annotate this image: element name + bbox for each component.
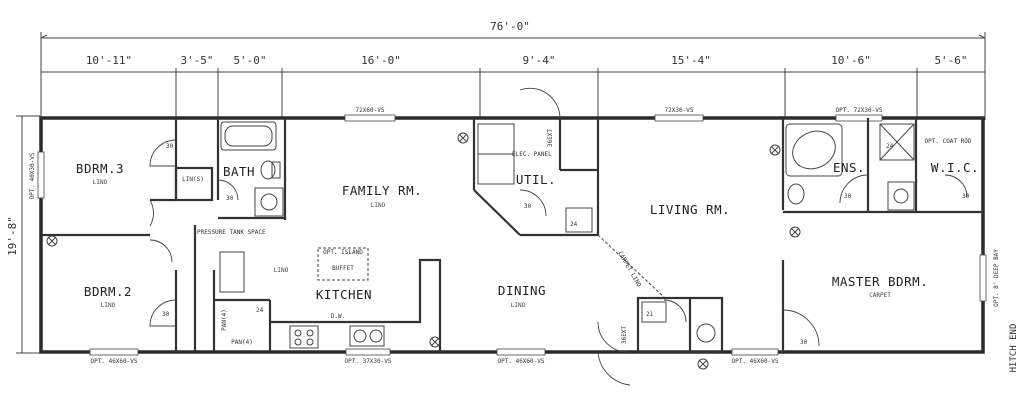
door-size-9: 24 xyxy=(886,143,894,150)
window-label-family: 72X60-VS xyxy=(356,107,385,114)
window-label-living-bottom: OPT. 46X60-VS xyxy=(732,358,779,365)
linen-shelf-label: LIN(S) xyxy=(182,176,204,183)
window-label-dining: OPT. 46X60-VS xyxy=(498,358,545,365)
segment-dimension-line xyxy=(41,68,985,118)
room-label-bath: BATH xyxy=(223,164,255,179)
door-size-ext-1: 36EXT xyxy=(547,129,554,147)
floor-label-dining: LINO xyxy=(511,302,526,309)
opt-coat-rod-label: OPT. COAT ROD xyxy=(925,138,972,145)
floor-label-bdrm3: LINO xyxy=(93,179,108,186)
door-size-2: 30 xyxy=(226,195,234,202)
segment-dim-1: 10'-11" xyxy=(86,54,132,67)
hitch-end-label: HITCH END xyxy=(1009,324,1019,373)
ceiling-lights xyxy=(46,132,801,370)
overall-dimension-label: 76'-0" xyxy=(490,20,530,33)
floor-label-family: LINO xyxy=(371,202,386,209)
window-label-bdrm2: OPT. 46X60-VS xyxy=(91,358,138,365)
door-size-4: 30 xyxy=(524,203,532,210)
room-label-master: MASTER BDRM. xyxy=(832,274,928,289)
room-label-living: LIVING RM. xyxy=(650,202,730,217)
elec-panel-label: ELEC. PANEL xyxy=(512,151,552,158)
side-dimension-label: 19'-8" xyxy=(6,216,19,256)
interior-walls xyxy=(41,118,983,354)
segment-dim-7: 10'-6" xyxy=(831,54,871,67)
floor-label-bdrm2: LINO xyxy=(101,302,116,309)
segment-dim-8: 5'-6" xyxy=(934,54,967,67)
door-size-7: 30 xyxy=(800,339,808,346)
side-dimension-line xyxy=(16,115,40,354)
door-size-ext-2: 36EXT xyxy=(621,326,628,344)
fixtures xyxy=(219,121,915,352)
dishwasher-label: D.W. xyxy=(331,313,345,320)
room-label-util: UTIL. xyxy=(516,172,556,187)
island-label: OPT. ISLAND xyxy=(323,249,363,256)
room-label-family: FAMILY RM. xyxy=(342,183,422,198)
window-label-living: 72X30-VS xyxy=(665,107,694,114)
room-label-bdrm2: BDRM.2 xyxy=(84,284,132,299)
carpet-lino-label: CARPET LINO xyxy=(616,250,642,288)
segment-dim-3: 5'-0" xyxy=(233,54,266,67)
pantry-label-b: PAN(4) xyxy=(231,339,253,346)
room-label-kitchen: KITCHEN xyxy=(316,287,372,302)
overall-dimension-line xyxy=(40,32,986,120)
buffet-label: BUFFET xyxy=(332,265,354,272)
segment-dim-5: 9'-4" xyxy=(522,54,555,67)
window-label-bdrm3: OPT. 40X30-VS xyxy=(29,152,36,199)
pressure-tank-label: PRESSURE TANK SPACE xyxy=(197,229,266,236)
room-label-wic: W.I.C. xyxy=(931,160,979,175)
room-label-dining: DINING xyxy=(498,283,546,298)
segment-dim-6: 15'-4" xyxy=(671,54,711,67)
floor-label-kitchen: LINO xyxy=(274,267,289,274)
door-size-3: 30 xyxy=(162,311,170,318)
segment-dim-4: 16'-0" xyxy=(361,54,401,67)
windows xyxy=(37,114,987,356)
segment-dim-2: 3'-5" xyxy=(180,54,213,67)
room-label-ens: ENS. xyxy=(833,160,865,175)
door-size-11: 21 xyxy=(646,311,654,318)
window-label-master: OPT. 72X30-VS xyxy=(836,107,883,114)
room-label-bdrm3: BDRM.3 xyxy=(76,161,124,176)
doors xyxy=(149,87,968,386)
window-label-deep-bay: OPT. 8' DEEP BAY xyxy=(993,249,1000,307)
door-size-8: 24 xyxy=(256,307,264,314)
door-size-6: 30 xyxy=(962,193,970,200)
door-size-1: 30 xyxy=(166,143,174,150)
door-size-5: 30 xyxy=(844,193,852,200)
pantry-label-a: PAN(4) xyxy=(221,309,228,331)
window-label-kitchen: OPT. 37X30-VS xyxy=(345,358,392,365)
floor-label-master: CARPET xyxy=(869,292,891,299)
door-size-10: 24 xyxy=(570,221,578,228)
